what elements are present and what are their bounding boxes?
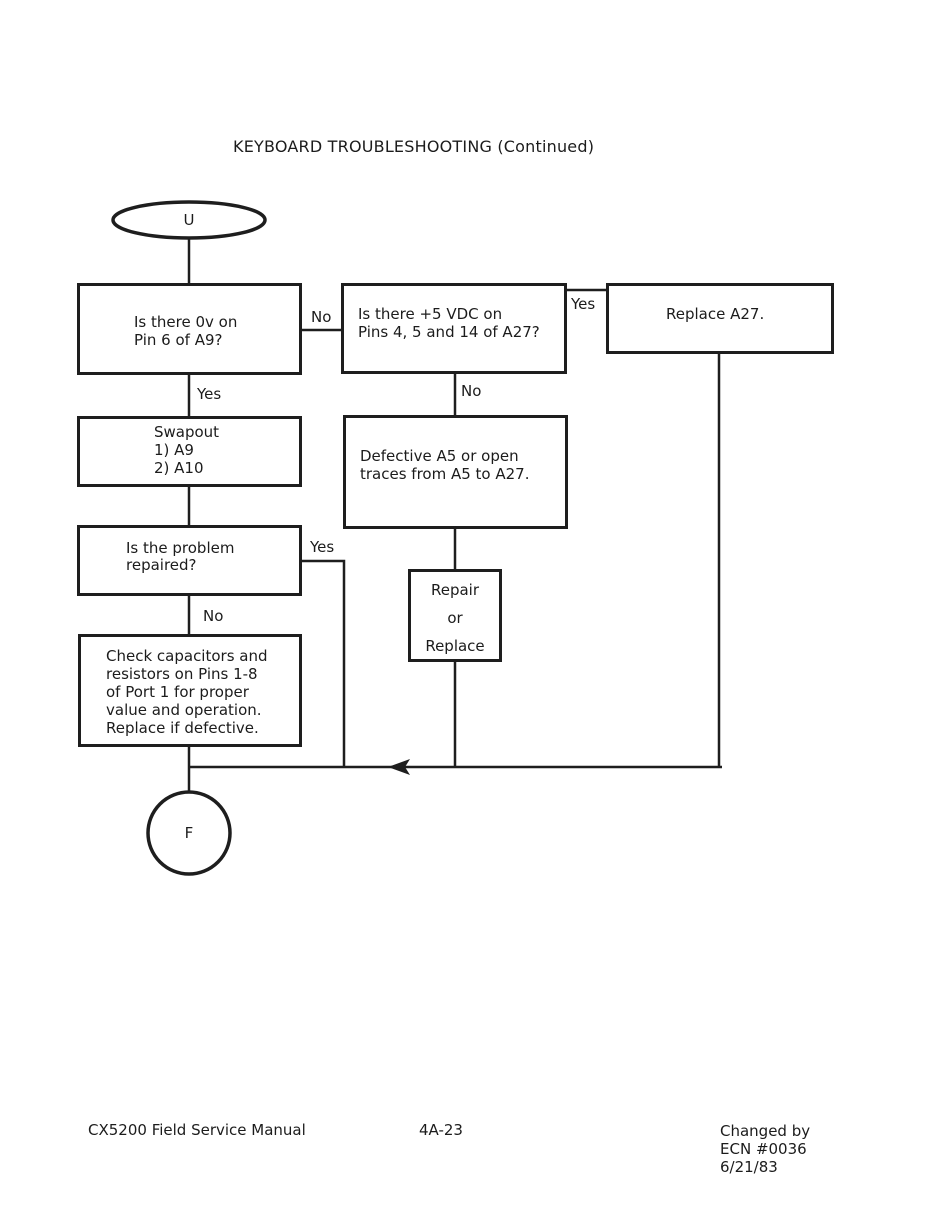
footer-change-line3: 6/21/83 — [720, 1158, 778, 1176]
start-terminal-label: U — [183, 211, 195, 229]
decision-pin6-a9: Is there 0v on Pin 6 of A9? — [77, 283, 302, 375]
action-swapout: Swapout 1) A9 2) A10 — [77, 416, 302, 487]
decision-5vdc-line2: Pins 4, 5 and 14 of A27? — [358, 323, 540, 341]
decision-5vdc-a27: Is there +5 VDC on Pins 4, 5 and 14 of A… — [341, 283, 567, 374]
action-check-line4: value and operation. — [106, 701, 262, 719]
decision-pin6-line1: Is there 0v on — [134, 313, 238, 331]
footer-change-notice: Changed by ECN #0036 6/21/83 — [720, 1122, 810, 1176]
action-swapout-line2: 1) A9 — [154, 441, 194, 459]
decision-problem-repaired: Is the problem repaired? — [77, 525, 302, 596]
footer-change-line1: Changed by — [720, 1122, 811, 1140]
action-defective-a5: Defective A5 or open traces from A5 to A… — [343, 415, 568, 529]
edge-label-pin6-yes: Yes — [197, 385, 222, 403]
decision-5vdc-line1: Is there +5 VDC on — [358, 305, 503, 323]
footer-manual-title: CX5200 Field Service Manual — [88, 1121, 306, 1139]
edge-label-repaired-yes: Yes — [310, 538, 335, 556]
action-replace-a27-text: Replace A27. — [666, 305, 765, 323]
action-swapout-line3: 2) A10 — [154, 459, 204, 477]
action-swapout-line1: Swapout — [154, 423, 220, 441]
action-check-line2: resistors on Pins 1-8 — [106, 665, 258, 683]
decision-repaired-line2: repaired? — [126, 556, 197, 574]
action-repair-line2: or — [447, 609, 463, 627]
action-check-line1: Check capacitors and — [106, 647, 268, 665]
edge-label-vdc-yes: Yes — [571, 295, 596, 313]
action-repair-line1: Repair — [430, 581, 480, 599]
decision-repaired-line1: Is the problem — [126, 539, 235, 557]
flow-arrowhead — [388, 759, 410, 775]
end-terminal-shape — [146, 790, 232, 876]
footer-page-number: 4A-23 — [419, 1121, 463, 1139]
edge-label-pin6-no: No — [311, 308, 332, 326]
action-replace-a27: Replace A27. — [606, 283, 834, 354]
action-check-capacitors: Check capacitors and resistors on Pins 1… — [78, 634, 302, 747]
page-title: KEYBOARD TROUBLESHOOTING (Continued) — [233, 137, 595, 156]
action-check-line3: of Port 1 for proper — [106, 683, 249, 701]
edge-label-repaired-no: No — [203, 607, 224, 625]
end-terminal-label: F — [184, 824, 194, 842]
action-repair-or-replace: Repair or Replace — [408, 569, 502, 662]
edge-label-vdc-no: No — [461, 382, 482, 400]
action-defective-a5-line1: Defective A5 or open — [360, 447, 519, 465]
action-check-line5: Replace if defective. — [106, 719, 259, 737]
footer-change-line2: ECN #0036 — [720, 1140, 807, 1158]
action-defective-a5-line2: traces from A5 to A27. — [360, 465, 530, 483]
decision-pin6-line2: Pin 6 of A9? — [134, 331, 223, 349]
action-repair-line3: Replace — [425, 637, 485, 655]
